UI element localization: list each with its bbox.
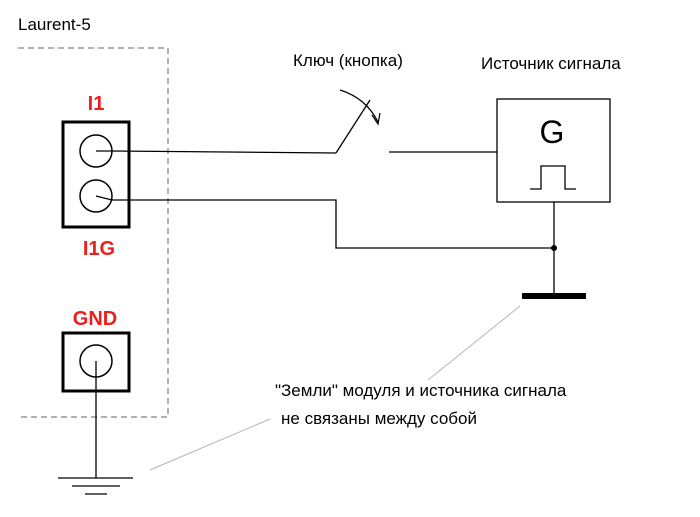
wire-i1-to-switch [96,150,337,154]
pin-label-i1g: I1G [83,238,115,260]
leader-line-to-module-ground [149,418,271,471]
wire-i1g-to-source-ground [95,195,554,249]
pulse-waveform-icon [530,165,576,190]
switch-label: Ключ (кнопка) [293,51,403,70]
switch-blade [335,99,371,154]
note-line-1: "Земли" модуля и источника сигнала [275,381,567,400]
source-label: Источник сигнала [481,54,621,73]
pin-label-gnd: GND [73,308,117,330]
ground-symbol-icon [58,477,133,495]
source-symbol: G [540,114,565,150]
junction-dot [551,245,557,251]
note-line-2: не связаны между собой [281,409,477,428]
pin-label-i1: I1 [88,93,105,115]
module-boundary [18,47,169,418]
module-name: Laurent-5 [18,15,91,34]
leader-line-to-source-ground [427,305,521,381]
switch-arrow-icon [339,89,381,126]
signal-source-box [496,98,611,203]
source-ground-bar [522,293,586,299]
